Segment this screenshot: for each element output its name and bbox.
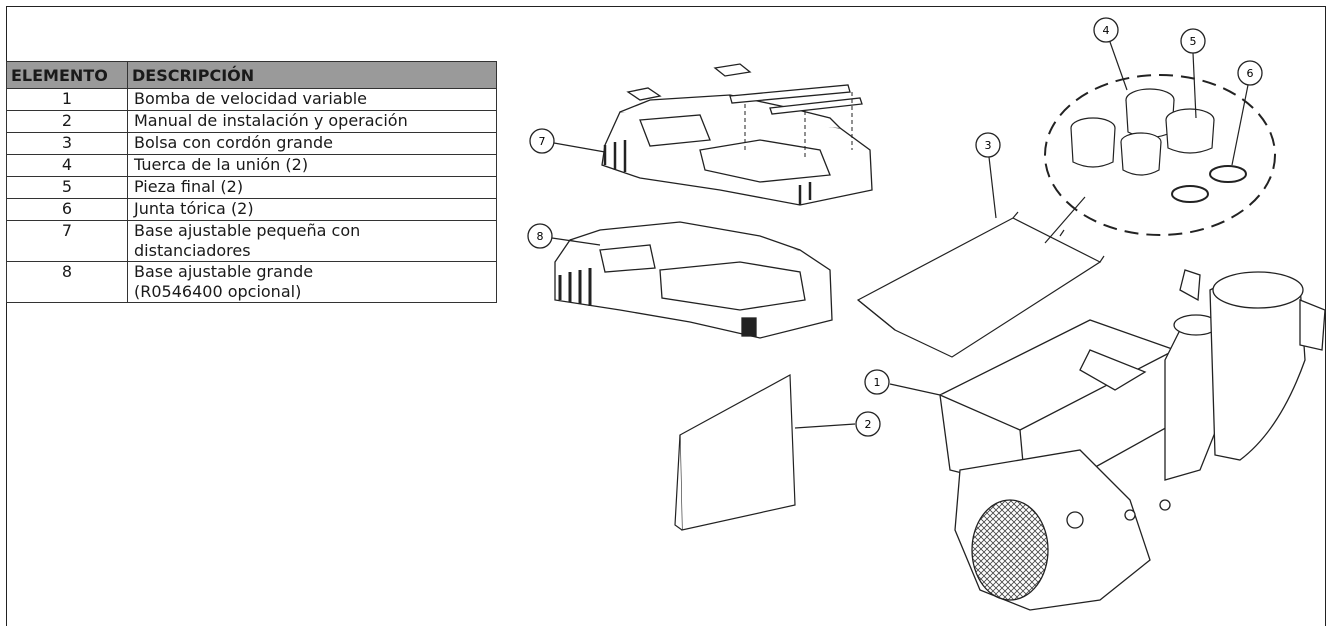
callout-8: 8 xyxy=(527,223,553,249)
callout-label: 1 xyxy=(874,376,881,389)
item-description: Pieza final (2) xyxy=(127,176,497,199)
fittings-drawing xyxy=(1044,74,1276,236)
callout-5: 5 xyxy=(1180,28,1206,54)
callout-label: 6 xyxy=(1247,67,1254,80)
description-line: Base ajustable grande xyxy=(134,262,314,281)
item-description: Manual de instalación y operación xyxy=(127,110,497,133)
callout-label: 3 xyxy=(985,139,992,152)
description-line: Bomba de velocidad variable xyxy=(134,89,368,108)
header-elemento: ELEMENTO xyxy=(6,61,128,89)
item-description: Junta tórica (2) xyxy=(127,198,497,221)
figure-frame xyxy=(6,6,1326,626)
item-number: 8 xyxy=(6,261,128,303)
description-line: Junta tórica (2) xyxy=(134,199,254,218)
small-adjustable-base-drawing xyxy=(601,63,873,206)
description-line: Tuerca de la unión (2) xyxy=(134,155,309,174)
description-line: distanciadores xyxy=(134,241,251,260)
pump-drawing xyxy=(939,269,1326,611)
item-description: Tuerca de la unión (2) xyxy=(127,154,497,177)
manual-drawing xyxy=(674,374,796,531)
callout-label: 5 xyxy=(1190,35,1197,48)
callout-label: 8 xyxy=(537,230,544,243)
item-description: Bolsa con cordón grande xyxy=(127,132,497,155)
callout-7: 7 xyxy=(529,128,555,154)
header-descripcion: DESCRIPCIÓN xyxy=(127,61,497,89)
callout-label: 4 xyxy=(1103,24,1110,37)
callout-3: 3 xyxy=(975,132,1001,158)
callout-4: 4 xyxy=(1093,17,1119,43)
callout-label: 2 xyxy=(865,418,872,431)
description-line: Manual de instalación y operación xyxy=(134,111,408,130)
item-description: Base ajustable grande(R0546400 opcional) xyxy=(127,261,497,303)
description-line: Bolsa con cordón grande xyxy=(134,133,333,152)
description-line: Pieza final (2) xyxy=(134,177,244,196)
large-adjustable-base-drawing xyxy=(554,221,833,339)
description-line: Base ajustable pequeña con xyxy=(134,221,361,240)
description-line: (R0546400 opcional) xyxy=(134,282,302,301)
item-number: 7 xyxy=(6,220,128,262)
drawstring-bag-drawing xyxy=(856,211,1105,358)
callout-label: 7 xyxy=(539,135,546,148)
callout-1: 1 xyxy=(864,369,890,395)
callout-6: 6 xyxy=(1237,60,1263,86)
leader-lines xyxy=(551,41,1249,429)
item-description: Bomba de velocidad variable xyxy=(127,88,497,111)
table-header-row: ELEMENTO DESCRIPCIÓN xyxy=(6,61,497,89)
callout-2: 2 xyxy=(855,411,881,437)
